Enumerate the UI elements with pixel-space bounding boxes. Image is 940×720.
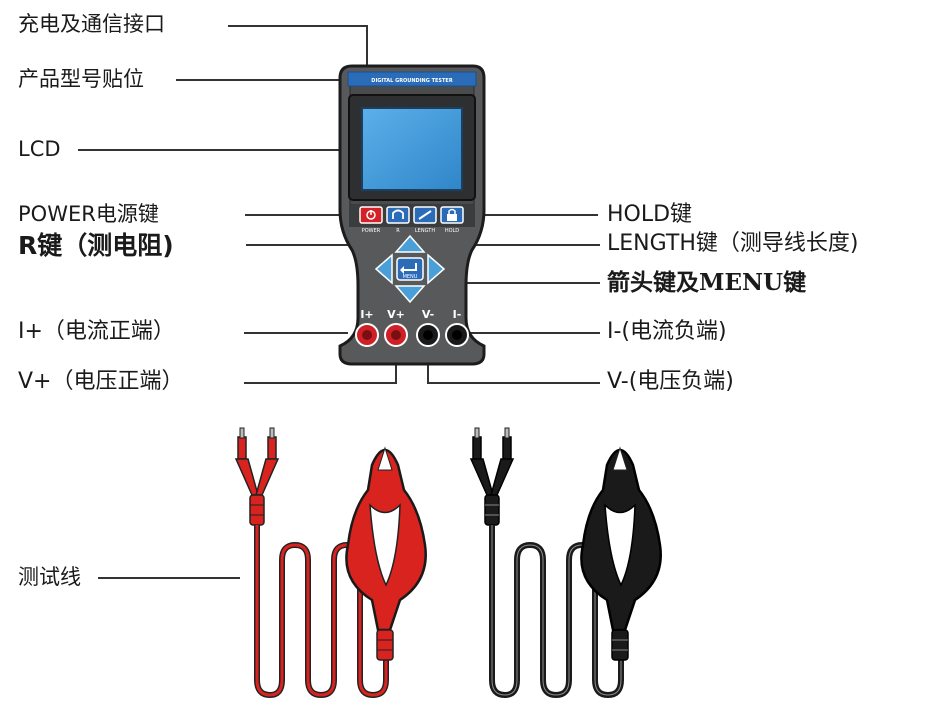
button-label-power: POWER — [362, 228, 381, 234]
button-label-hold: HOLD — [445, 228, 459, 234]
menu-label: MENU — [403, 274, 418, 280]
label-lcd: LCD — [18, 137, 61, 161]
length-button[interactable] — [413, 206, 437, 224]
sticker-text: DIGITAL GROUNDING TESTER — [371, 78, 453, 84]
leader-charge-port — [228, 25, 368, 70]
terminal-i-minus[interactable] — [445, 323, 469, 347]
lcd-screen — [361, 107, 463, 191]
label-r-key: R键（测电阻) — [18, 231, 174, 260]
r-button[interactable] — [386, 206, 410, 224]
terminal-i-plus[interactable] — [355, 323, 379, 347]
tester-device: DIGITAL GROUNDING TESTER POWER R LENGTH … — [338, 64, 486, 366]
test-lead-black — [469, 427, 662, 699]
terminal-label-v-plus: V+ — [387, 308, 405, 321]
label-test-leads: 测试线 — [18, 565, 81, 589]
label-v-minus: V-(电压负端) — [607, 369, 734, 394]
model-sticker-strip — [347, 71, 477, 87]
button-label-r: R — [396, 228, 400, 234]
label-v-plus: V+（电压正端） — [18, 369, 184, 394]
arrow-right-button[interactable] — [427, 253, 446, 285]
power-button[interactable] — [359, 206, 383, 224]
test-lead-red — [234, 427, 427, 699]
arrow-pad — [374, 234, 446, 304]
terminal-label-v-minus: V- — [422, 308, 434, 321]
hold-button[interactable] — [440, 206, 464, 224]
arrow-left-button[interactable] — [374, 253, 393, 285]
label-charge-port: 充电及通信接口 — [18, 12, 165, 36]
terminal-v-minus[interactable] — [416, 323, 440, 347]
label-length-key: LENGTH键（测导线长度) — [607, 231, 859, 256]
label-i-minus: I-(电流负端) — [607, 319, 727, 344]
label-model-sticker: 产品型号贴位 — [18, 67, 144, 91]
arrow-down-button[interactable] — [394, 285, 426, 304]
label-i-plus: I+（电流正端） — [18, 319, 175, 344]
arrow-up-button[interactable] — [394, 234, 426, 253]
label-hold-key: HOLD键 — [607, 202, 693, 227]
terminal-label-i-plus: I+ — [360, 308, 373, 321]
label-arrow-menu-key: 箭头键及MENU键 — [607, 269, 807, 296]
terminal-label-i-minus: I- — [453, 308, 462, 321]
label-power-key: POWER电源键 — [18, 202, 159, 226]
terminal-v-plus[interactable] — [384, 323, 408, 347]
button-label-length: LENGTH — [415, 228, 435, 234]
